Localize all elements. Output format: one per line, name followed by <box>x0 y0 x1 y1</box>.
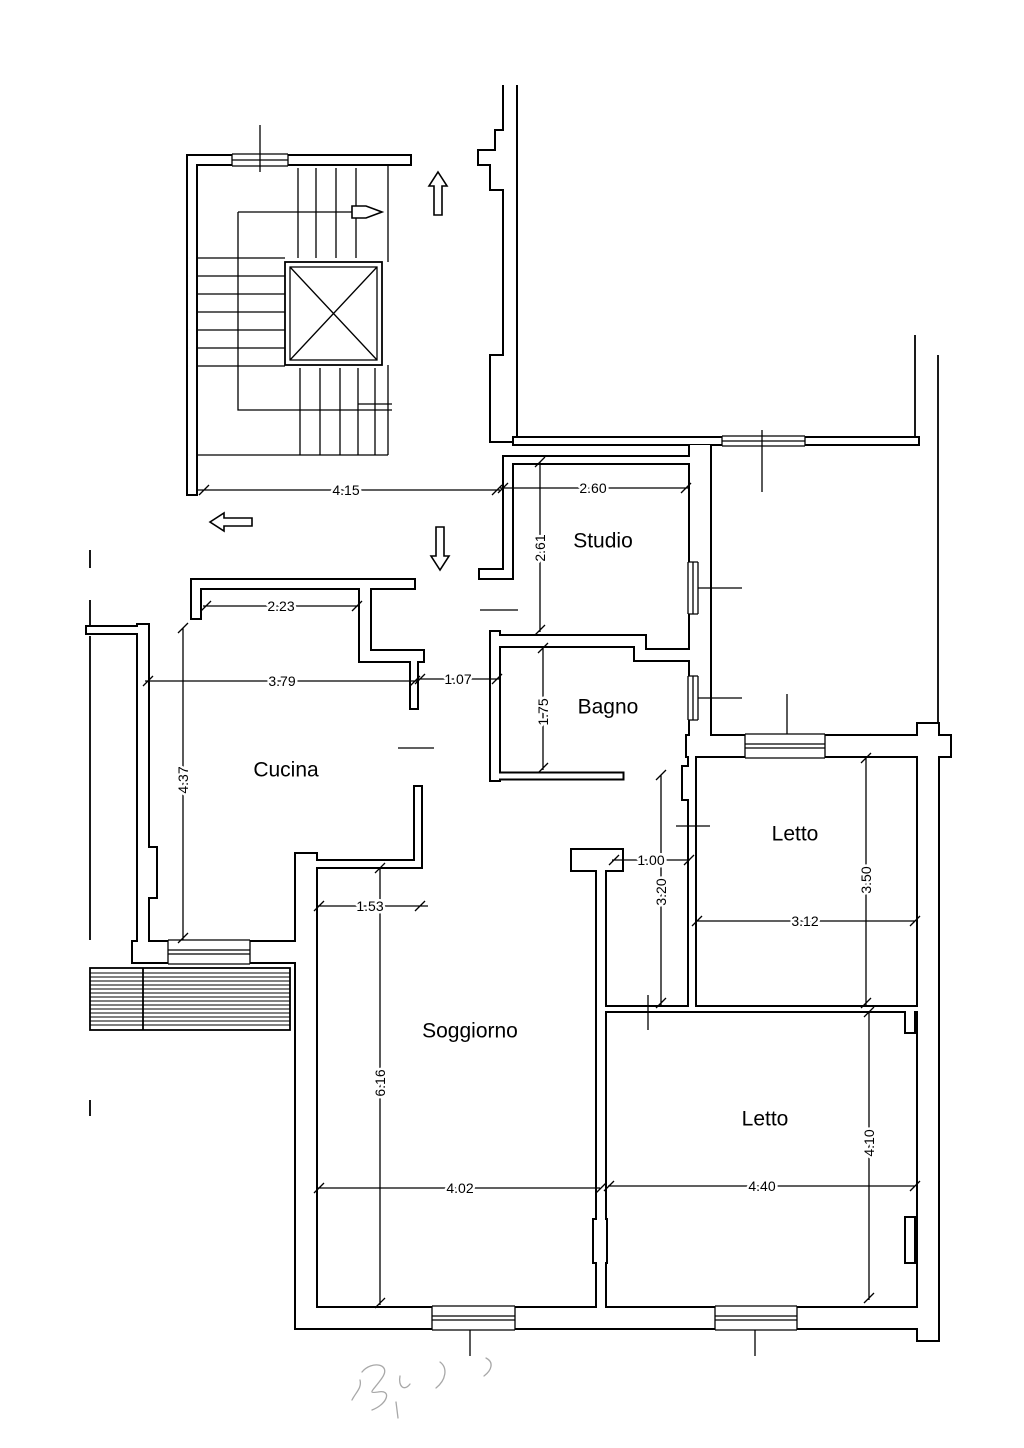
balcony <box>89 967 291 1031</box>
dimension-line <box>313 900 428 912</box>
room-label-soggiorno: Soggiorno <box>422 1019 518 1042</box>
dimension-line <box>655 769 667 1009</box>
dimension-labels: 4.15 2.60 2.61 2.23 3.79 1.07 1.75 4.37 … <box>172 477 879 1198</box>
dimension-line <box>177 622 189 944</box>
auxiliary-lines <box>259 125 788 1356</box>
dimension-label: 1.53 <box>356 898 383 914</box>
dimension-line <box>534 456 546 636</box>
window <box>721 435 806 447</box>
dimension-label: 3.50 <box>858 866 874 893</box>
elevator-shaft-icon <box>284 261 383 366</box>
dimension-lines <box>142 456 921 1309</box>
windows <box>167 153 826 1331</box>
dimension-line <box>537 642 549 774</box>
dimension-line <box>414 673 503 685</box>
window <box>744 733 826 759</box>
arrow-down-icon <box>429 526 451 572</box>
dimension-line <box>142 675 421 687</box>
dimension-label: 4.10 <box>861 1129 877 1156</box>
dimension-label: 1.07 <box>444 671 471 687</box>
staircase <box>198 166 392 456</box>
room-label-studio: Studio <box>573 529 633 552</box>
courtyard-wall <box>477 85 518 443</box>
dimension-line <box>691 915 921 927</box>
stair-treads-top <box>297 168 357 258</box>
room-label-letto: Letto <box>742 1107 789 1130</box>
stair-handrail <box>237 211 392 411</box>
dimension-label: 3.79 <box>268 673 295 689</box>
dimension-label: 4.15 <box>332 482 359 498</box>
window <box>431 1305 516 1331</box>
stair-treads-left <box>198 257 285 367</box>
dimension-label: 3.20 <box>653 878 669 905</box>
wall-cucina-inner <box>365 590 418 656</box>
dimension-line <box>374 862 386 1309</box>
stair-treads-bottom <box>299 368 376 455</box>
window <box>687 561 699 615</box>
stair-direction-arrow-icon <box>351 205 385 219</box>
window <box>714 1305 798 1331</box>
arrow-left-icon <box>208 511 253 533</box>
dimension-line <box>198 484 503 496</box>
dimension-label: 2.61 <box>532 534 548 561</box>
dimension-line <box>497 482 692 494</box>
dimension-label: 6.16 <box>372 1069 388 1096</box>
dimension-label: 4.40 <box>748 1178 775 1194</box>
wall-fill <box>484 465 508 574</box>
handwritten-signature <box>351 1357 492 1419</box>
dimension-line <box>603 1180 921 1192</box>
room-label-cucina: Cucina <box>253 758 319 781</box>
dimension-line <box>863 1006 875 1304</box>
dimension-line <box>860 752 872 1009</box>
dimension-label: 2.60 <box>579 480 606 496</box>
dimension-label: 4.02 <box>446 1180 473 1196</box>
dimension-label: 2.23 <box>267 598 294 614</box>
dimension-label: 1.00 <box>637 852 664 868</box>
window <box>687 675 699 721</box>
dimension-line <box>313 1182 607 1194</box>
room-labels: Studio Bagno Cucina Letto Soggiorno Lett… <box>253 529 818 1130</box>
wall-fill <box>365 590 418 656</box>
dimension-line <box>608 854 695 866</box>
room-label-bagno: Bagno <box>578 695 639 718</box>
arrow-up-icon <box>427 170 449 216</box>
wall-cucina-top <box>196 584 410 614</box>
room-label-letto: Letto <box>772 822 819 845</box>
dimension-label: 1.75 <box>535 698 551 725</box>
window <box>167 939 251 965</box>
dimension-label: 4.37 <box>175 766 191 793</box>
dimension-label: 3.12 <box>791 913 818 929</box>
dimension-line <box>200 600 363 612</box>
